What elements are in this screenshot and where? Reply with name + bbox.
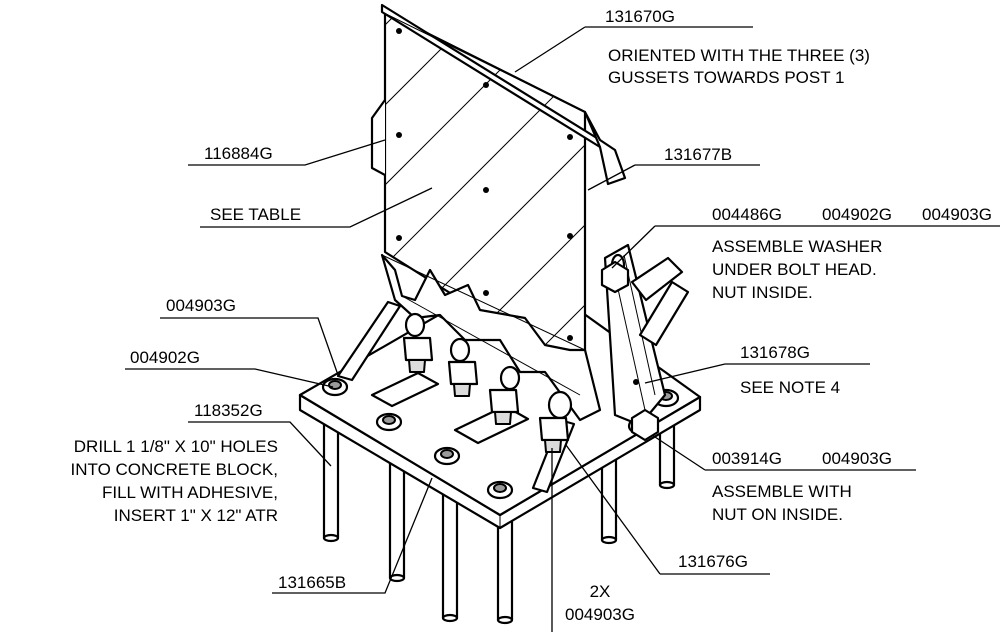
hex-bolt [538, 390, 573, 453]
panel-bolt [567, 134, 573, 140]
panel-bolt [396, 235, 402, 241]
callout-004902g-left: 004902G [130, 348, 200, 367]
panel-bolt [483, 187, 489, 193]
callout-004486g: 004486G [712, 205, 782, 224]
panel-bolt [396, 132, 402, 138]
hex-bolt [488, 365, 521, 425]
callout-004903g-bottom: 004903G [565, 605, 635, 624]
anchor-nut [321, 377, 349, 397]
note-washer-line-3: NUT INSIDE. [712, 283, 813, 302]
note-oriented-line-2: GUSSETS TOWARDS POST 1 [608, 68, 844, 87]
callout-004903g-left: 004903G [166, 296, 236, 315]
callout-118352g: 118352G [194, 401, 263, 420]
side-fin [370, 99, 386, 176]
note-nut-line-1: ASSEMBLE WITH [712, 482, 852, 501]
callout-131670g: 131670G [605, 7, 675, 26]
note-washer-line-1: ASSEMBLE WASHER [712, 237, 882, 256]
hex-bolt [447, 337, 479, 397]
callout-116884g: 116884G [204, 144, 273, 163]
callout-004903g-right: 004903G [822, 449, 892, 468]
anchor-nut [486, 480, 514, 500]
callout-labels: 131670G ORIENTED WITH THE THREE (3) GUSS… [71, 7, 992, 624]
note-drill-line-2: INTO CONCRETE BLOCK, [71, 460, 279, 479]
note-washer-line-2: UNDER BOLT HEAD. [712, 260, 877, 279]
panel-bolt [483, 82, 489, 88]
hex-bolt [402, 312, 434, 373]
strut-pin [633, 379, 639, 385]
anchor-post [441, 468, 459, 623]
callout-131676g: 131676G [678, 552, 748, 571]
panel-bolt [483, 290, 489, 296]
panel-bolt [567, 335, 573, 341]
panel-bolt [396, 28, 402, 34]
front-bolts [402, 312, 573, 453]
callout-qty-2x: 2X [590, 582, 611, 601]
anchor-post [658, 423, 676, 490]
panel-bolt [567, 233, 573, 239]
callout-004903g-top: 004903G [922, 205, 992, 224]
top-cap-channel [380, 3, 627, 186]
callout-004902g-top: 004902G [822, 205, 892, 224]
note-drill-line-3: FILL WITH ADHESIVE, [102, 483, 278, 502]
id-tag [370, 371, 440, 408]
leader-lines [125, 26, 1000, 632]
callout-131677b: 131677B [664, 145, 732, 164]
anchor-nut [375, 412, 403, 432]
note-drill-line-4: INSERT 1" X 12" ATR [114, 506, 278, 525]
callout-131665b: 131665B [278, 573, 346, 592]
callout-131678g: 131678G [740, 343, 810, 362]
anchor-nut [433, 446, 461, 466]
note-drill-line-1: DRILL 1 1/8" X 10" HOLES [74, 437, 278, 456]
callout-003914g: 003914G [712, 449, 782, 468]
lower-channel [380, 253, 602, 422]
note-oriented-line-1: ORIENTED WITH THE THREE (3) [608, 46, 870, 65]
callout-see-table: SEE TABLE [210, 205, 301, 224]
note-nut-line-2: NUT ON INSIDE. [712, 505, 843, 524]
diagonal-strut [600, 243, 690, 442]
note-see-note-4: SEE NOTE 4 [740, 378, 840, 397]
panel-hatching [385, 12, 585, 378]
